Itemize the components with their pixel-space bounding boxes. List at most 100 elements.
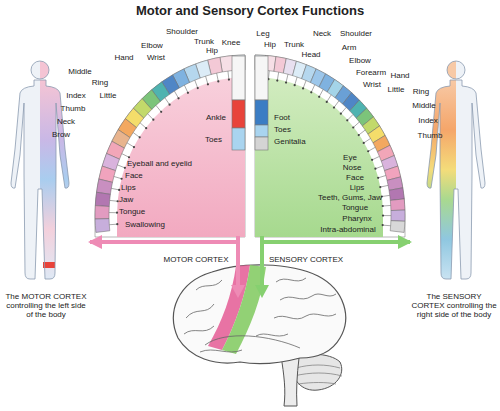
body-part-label: Lips: [350, 184, 365, 192]
tick-line: [303, 81, 306, 89]
figure-caption: The SENSORY CORTEX controlling the right…: [410, 293, 498, 320]
tick-dot: [374, 168, 376, 170]
tick-line: [127, 143, 134, 147]
tick-line: [117, 165, 125, 168]
tick-dot: [177, 97, 179, 99]
figure-head: [447, 61, 465, 79]
band-segment: [390, 221, 405, 233]
tick-dot: [382, 214, 384, 216]
body-part-label: Middle: [68, 68, 92, 76]
body-part-label: Hand: [390, 72, 409, 80]
body-part-label: Little: [388, 86, 405, 94]
tick-line: [277, 72, 278, 80]
tick-dot: [352, 126, 354, 128]
tick-dot: [326, 101, 328, 103]
body-part-label: Ring: [413, 88, 429, 96]
tick-line: [268, 71, 270, 79]
tick-line: [184, 85, 188, 93]
body-part-label: Hand: [114, 54, 133, 62]
body-part-label: Intra-abdominal: [320, 226, 376, 234]
tick-dot: [133, 146, 135, 148]
tick-dot: [217, 80, 219, 82]
tick-dot: [116, 223, 118, 225]
body-part-label: Little: [100, 92, 117, 100]
body-part-label: Shoulder: [166, 28, 198, 36]
sensory-strip: [222, 265, 266, 354]
tick-line: [383, 225, 391, 227]
tick-line: [327, 95, 331, 102]
tick-dot: [116, 212, 118, 214]
band-ticks: [109, 70, 241, 225]
body-part-label: Trunk: [194, 38, 214, 46]
figure-head: [40, 61, 49, 79]
cortex-pointer: [231, 236, 269, 298]
tick-dot: [128, 156, 130, 158]
tick-dot: [358, 134, 360, 136]
tick-dot: [346, 119, 348, 121]
tick-line: [295, 77, 297, 85]
body-part-label: Face: [125, 172, 143, 180]
body-part-label: Forearm: [356, 69, 386, 77]
tick-dot: [310, 91, 312, 93]
tick-line: [341, 107, 346, 113]
body-part-label: Thumb: [418, 132, 443, 140]
body-part-label: Genitalia: [274, 138, 306, 146]
body-part-label: Wrist: [363, 81, 381, 89]
cortex-outline: [95, 55, 245, 237]
brain-illustration: [173, 265, 345, 406]
tick-line: [372, 156, 379, 159]
signal-arrow: [90, 237, 238, 242]
tick-dot: [379, 186, 381, 188]
tick-dot: [228, 78, 230, 80]
body-part-label: Knee: [222, 39, 241, 47]
tick-line: [133, 133, 140, 138]
human-figure: [11, 61, 69, 279]
region-label: MOTOR CORTEX: [163, 256, 228, 264]
tick-line: [174, 91, 178, 98]
tick-line: [319, 89, 323, 96]
tick-dot: [377, 177, 379, 179]
column-cell: [255, 100, 268, 125]
body-part-label: Brow: [52, 131, 70, 139]
body-part-label: Eyeball and eyelid: [127, 160, 192, 168]
tick-dot: [267, 78, 269, 80]
tick-line: [368, 147, 375, 151]
tick-dot: [118, 189, 120, 191]
tick-dot: [367, 150, 369, 152]
tick-line: [114, 176, 122, 178]
band-segment: [391, 210, 405, 221]
tick-dot: [382, 224, 384, 226]
tick-dot: [363, 142, 365, 144]
tick-line: [140, 123, 146, 128]
body-part-label: Face: [346, 174, 364, 182]
body-part-label: Swallowing: [125, 221, 165, 229]
tick-dot: [197, 87, 199, 89]
tick-dot: [239, 77, 241, 79]
tick-dot: [285, 81, 287, 83]
column-cell: [255, 125, 268, 137]
tick-dot: [276, 79, 278, 81]
tick-dot: [160, 111, 162, 113]
tick-line: [111, 188, 119, 190]
body-part-label: Thumb: [61, 105, 86, 113]
tick-line: [110, 200, 118, 202]
body-part-label: Index: [66, 92, 86, 100]
body-part-label: Ring: [92, 79, 108, 87]
tick-line: [353, 122, 359, 127]
body-part-label: Neck: [57, 118, 75, 126]
band-segment: [232, 55, 245, 70]
tick-dot: [302, 87, 304, 89]
tick-line: [383, 205, 391, 207]
figure-outline: [447, 61, 465, 79]
figure-head: [447, 61, 456, 79]
column-cell: [232, 128, 245, 150]
tick-dot: [333, 106, 335, 108]
tick-line: [347, 114, 353, 120]
pointer-head: [255, 285, 269, 298]
column-cell: [232, 56, 245, 100]
cortex-fill: [117, 77, 245, 237]
tick-line: [109, 212, 117, 213]
figure-colour: [427, 61, 456, 279]
body-part-label: Elbow: [141, 42, 163, 50]
